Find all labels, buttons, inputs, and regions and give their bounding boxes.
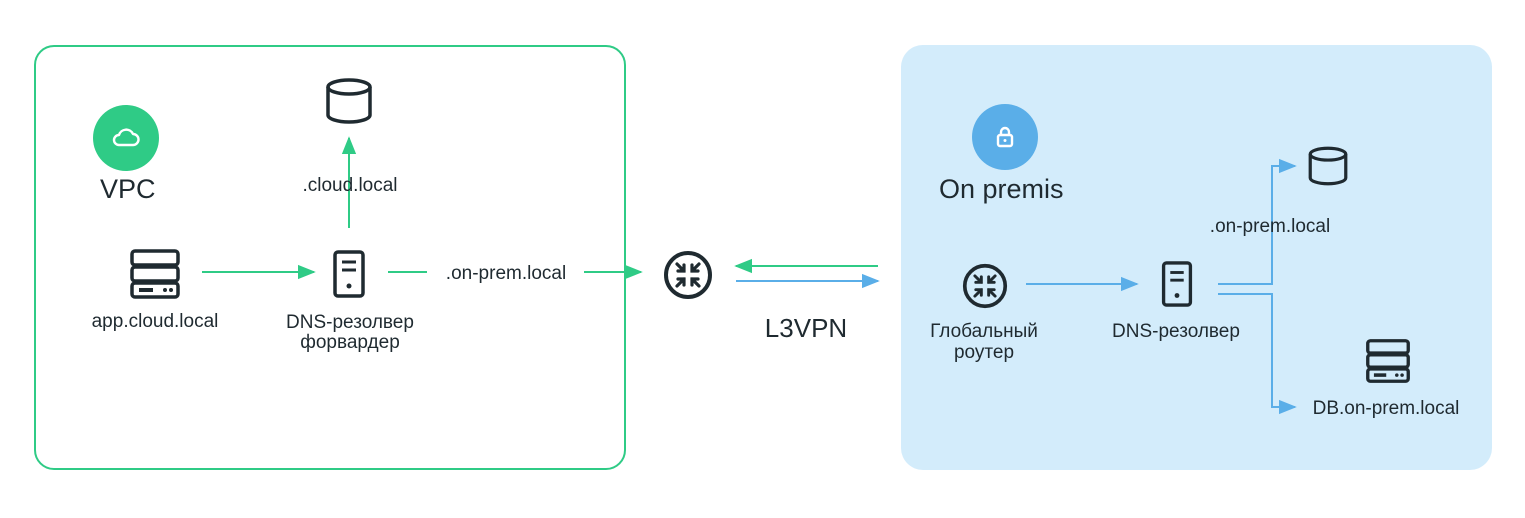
arrow-resolver-to-zonedb <box>1218 158 1297 285</box>
database-icon <box>326 78 372 124</box>
vpc-badge <box>93 105 159 171</box>
arrow-resolver-to-dbserver <box>1218 293 1297 415</box>
onprem-zone-label: .on-prem.local <box>1209 216 1331 237</box>
server-tower-icon <box>1161 261 1193 307</box>
app-server-label: app.cloud.local <box>91 311 219 332</box>
onprem-title: On premis <box>939 174 1064 204</box>
cloud-zone-label: .cloud.local <box>302 175 398 196</box>
onprem-badge <box>972 104 1038 170</box>
server-tower-icon <box>333 250 365 298</box>
global-router-label-line2: роутер <box>953 342 1015 363</box>
server-icon <box>130 249 180 299</box>
global-router-label-line1: Глобальный <box>930 321 1038 342</box>
database-icon <box>1308 146 1348 186</box>
resolver-label: DNS-резолвер <box>1112 321 1240 342</box>
l3vpn-label: L3VPN <box>764 313 848 343</box>
forward-zone-label: .on-prem.local <box>445 263 567 284</box>
router-icon <box>664 251 712 299</box>
forwarder-label-line2: форвардер <box>300 332 400 353</box>
db-server-label: DB.on-prem.local <box>1312 398 1460 419</box>
cloud-icon <box>112 128 140 147</box>
router-icon <box>962 263 1008 309</box>
server-icon <box>1366 339 1410 383</box>
vpc-container <box>34 45 626 470</box>
lock-icon <box>996 126 1014 148</box>
forwarder-label-line1: DNS-резолвер <box>286 312 414 333</box>
vpc-title: VPC <box>100 174 156 204</box>
